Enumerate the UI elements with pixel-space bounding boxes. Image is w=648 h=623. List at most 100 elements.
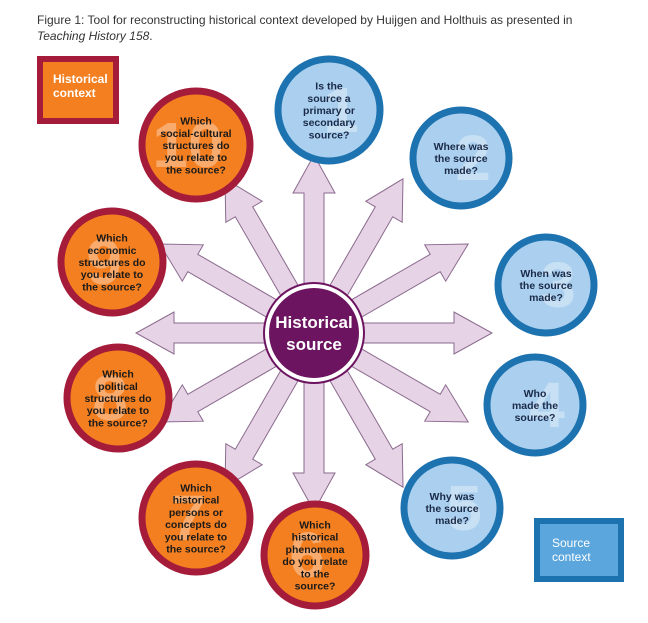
node-label-line: Which bbox=[299, 520, 331, 532]
node-label-line: source? bbox=[309, 129, 350, 141]
arrow-9 bbox=[134, 311, 277, 355]
node-label-line: the source? bbox=[88, 417, 148, 429]
caption-main: Figure 1: Tool for reconstructing histor… bbox=[37, 13, 573, 27]
node-label-line: secondary bbox=[303, 117, 356, 129]
arrow-6 bbox=[292, 370, 336, 513]
node-label-line: structures do bbox=[162, 140, 229, 152]
node-circle-persons bbox=[138, 460, 254, 576]
node-label-line: the source? bbox=[166, 544, 226, 556]
node-label-line: Who bbox=[524, 388, 547, 400]
node-circle-phenomena bbox=[260, 500, 370, 610]
node-circle-social bbox=[138, 87, 254, 203]
center-label-line: Historical bbox=[275, 313, 352, 332]
node-label-line: structures do bbox=[84, 393, 151, 405]
node-label-line: do you relate bbox=[282, 556, 348, 568]
node-label-line: you relate to bbox=[165, 531, 227, 543]
node-label-line: Is the bbox=[315, 81, 343, 93]
node-circle-primary bbox=[274, 55, 384, 165]
node-label-line: persons or bbox=[169, 507, 223, 519]
node-label-line: concepts do bbox=[165, 519, 227, 531]
arrow-2 bbox=[341, 243, 470, 324]
node-label-line: Which bbox=[96, 233, 128, 245]
node-label-line: economic bbox=[87, 245, 136, 257]
legend-source-line-2: context bbox=[552, 550, 591, 564]
figure-caption: Figure 1: Tool for reconstructing histor… bbox=[37, 12, 637, 44]
node-label-line: the source bbox=[425, 503, 478, 515]
node-label-line: the source bbox=[434, 153, 487, 165]
node-label-line: made? bbox=[529, 292, 563, 304]
node-number-social: 10 bbox=[152, 109, 223, 181]
arrow-10 bbox=[158, 243, 287, 324]
center-circle bbox=[269, 288, 359, 378]
node-label-line: made? bbox=[444, 165, 478, 177]
node-circle-political bbox=[63, 343, 173, 453]
arrow-11 bbox=[224, 177, 305, 306]
arrow-4 bbox=[341, 342, 470, 423]
node-number-economic: 9 bbox=[86, 226, 122, 298]
node-label-line: Which bbox=[102, 369, 134, 381]
arrow-1 bbox=[323, 177, 404, 306]
node-number-primary: 1 bbox=[323, 74, 359, 146]
node-circle-why bbox=[400, 456, 504, 560]
node-number-political: 8 bbox=[92, 362, 128, 434]
node-number-who: 4 bbox=[529, 369, 565, 441]
center-node: Historical source bbox=[263, 282, 365, 384]
node-label-line: you relate to bbox=[87, 405, 149, 417]
node-number-why: 5 bbox=[446, 472, 482, 544]
node-label-line: source? bbox=[515, 412, 556, 424]
legend-historical-context: Historical context bbox=[37, 56, 119, 124]
node-label-line: the source bbox=[519, 280, 572, 292]
arrow-0 bbox=[292, 153, 336, 296]
node-label-line: source a bbox=[307, 93, 350, 105]
node-label-line: the source? bbox=[166, 164, 226, 176]
node-circle-economic bbox=[57, 207, 167, 317]
node-label-line: you relate to bbox=[165, 152, 227, 164]
arrow-5 bbox=[323, 360, 404, 489]
node-label-line: historical bbox=[173, 495, 220, 507]
arrows-layer bbox=[134, 153, 494, 513]
caption-source: Teaching History 158 bbox=[37, 29, 150, 43]
arrow-7 bbox=[224, 360, 305, 489]
node-label-line: Which bbox=[180, 116, 212, 128]
node-label-line: social-cultural bbox=[160, 128, 231, 140]
node-circle-where bbox=[409, 106, 513, 210]
node-label-line: Why was bbox=[430, 491, 475, 503]
node-number-when: 3 bbox=[540, 249, 576, 321]
node-label-line: phenomena bbox=[286, 544, 345, 556]
caption-end: . bbox=[149, 29, 153, 43]
node-label-line: primary or bbox=[303, 105, 355, 117]
node-label-line: to the bbox=[301, 568, 330, 580]
node-label-line: made? bbox=[435, 515, 469, 527]
node-label-line: the source? bbox=[82, 281, 142, 293]
legend-source-context: Source context bbox=[534, 518, 624, 582]
node-label-line: historical bbox=[292, 532, 339, 544]
node-label-line: When was bbox=[520, 268, 572, 280]
node-number-persons: 7 bbox=[170, 482, 206, 554]
legend-source-line-1: Source bbox=[552, 536, 591, 550]
node-number-where: 2 bbox=[455, 122, 491, 194]
arrow-3 bbox=[351, 311, 494, 355]
node-label-line: made the bbox=[512, 400, 558, 412]
node-label-line: Which bbox=[180, 483, 212, 495]
node-label-line: political bbox=[98, 381, 138, 393]
node-circle-who bbox=[483, 353, 587, 457]
node-label-line: Where was bbox=[434, 141, 489, 153]
node-label-line: source? bbox=[295, 581, 336, 593]
node-circle-when bbox=[494, 233, 598, 337]
node-label-line: structures do bbox=[78, 257, 145, 269]
center-label-line: source bbox=[286, 335, 342, 354]
legend-historical-line-2: context bbox=[53, 86, 96, 100]
node-label-line: you relate to bbox=[81, 269, 143, 281]
